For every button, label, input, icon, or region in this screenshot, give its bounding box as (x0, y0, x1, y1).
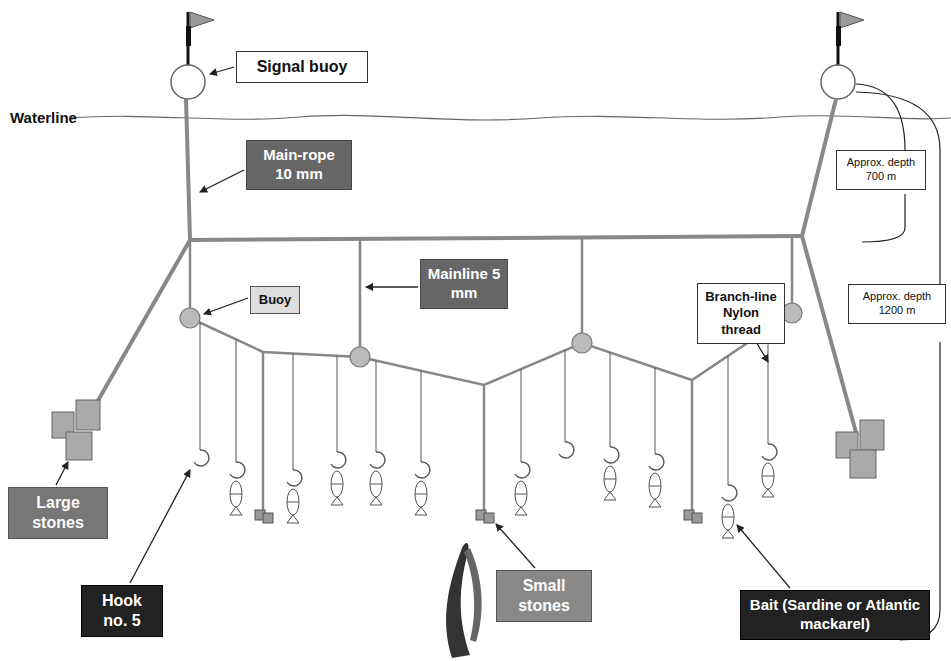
callout-box: Mainline 5 mm (420, 259, 508, 309)
box-text: Hook no. 5 (88, 591, 156, 631)
caught-fish (446, 543, 470, 658)
hooks-and-bait (194, 323, 777, 538)
waterline (70, 115, 951, 120)
box-text: Signal buoy (257, 57, 348, 77)
flag-mast (186, 26, 191, 46)
depth-bracket (862, 194, 905, 242)
box-text: Main-rope 10 mm (253, 146, 345, 184)
large-stones (52, 400, 884, 478)
callout-box: Hook no. 5 (81, 585, 163, 637)
callout-box: Buoy (250, 286, 300, 314)
callout-box: Small stones (496, 570, 592, 622)
depth-box: Approx. depth 1200 m (848, 284, 946, 324)
waterline-label: Waterline (10, 109, 77, 126)
callout-box: Large stones (8, 487, 108, 539)
main-rope (88, 99, 857, 436)
callout-box: Bait (Sardine or Atlantic mackarel) (740, 590, 930, 640)
callout-box: Main-rope 10 mm (246, 140, 352, 190)
box-text: Buoy (259, 292, 292, 308)
box-text: Small stones (503, 576, 585, 616)
small-stones (255, 510, 702, 523)
box-text: Branch-line Nylon thread (704, 289, 778, 338)
box-text: Bait (Sardine or Atlantic mackarel) (747, 596, 923, 634)
flag (190, 12, 214, 28)
flag (840, 12, 864, 28)
box-text: Approx. depth 700 m (843, 156, 919, 184)
mainline (190, 236, 792, 512)
box-text: Mainline 5 mm (427, 265, 501, 303)
callout-box: Branch-line Nylon thread (697, 283, 785, 344)
box-text: Large stones (15, 493, 101, 533)
signal-buoy (171, 65, 205, 99)
flag-mast (836, 26, 841, 46)
depth-box: Approx. depth 700 m (836, 150, 926, 190)
caught-fish (464, 548, 482, 642)
box-text: Approx. depth 1200 m (855, 290, 939, 318)
leader-arrow (56, 67, 790, 588)
signal-buoy (821, 65, 855, 99)
callout-box: Signal buoy (236, 51, 368, 83)
